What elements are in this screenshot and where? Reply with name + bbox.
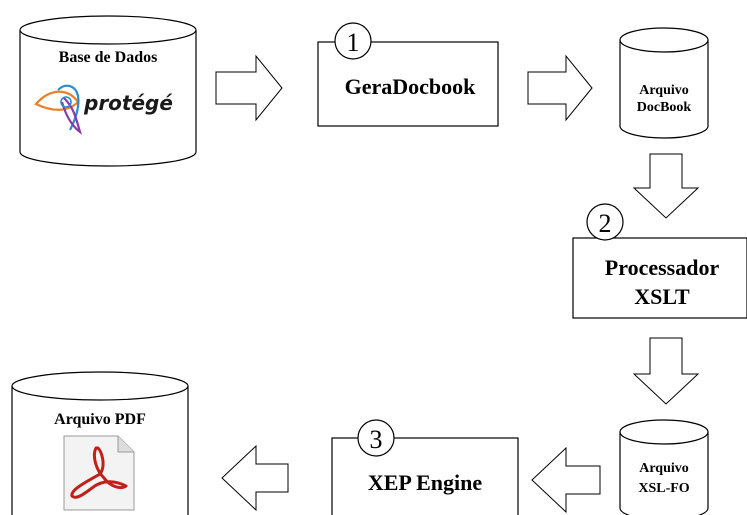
flow-arrow-right (527, 54, 593, 122)
step-number-badge (334, 22, 372, 60)
process-label-line1: Processador (605, 255, 720, 280)
flow-arrow-right (215, 54, 283, 122)
database-label-line2: XSL-FO (638, 481, 689, 496)
database-label: Arquivo PDF (54, 411, 146, 428)
flow-arrow-down (632, 153, 700, 219)
database-label: Base de Dados (59, 49, 158, 66)
database-arquivo-pdf: Arquivo PDF (11, 371, 189, 515)
step-number-badge (357, 419, 395, 457)
step-number-badge (586, 203, 624, 241)
database-label-line1: Arquivo (639, 83, 689, 98)
process-xep-engine: 3 XEP Engine (331, 419, 519, 515)
step-number: 3 (370, 425, 383, 454)
database-label-line2: DocBook (637, 100, 692, 115)
process-label: GeraDocbook (345, 74, 477, 99)
database-base-de-dados: Base de Dados protégé (19, 15, 197, 167)
flow-arrow-down (632, 337, 700, 405)
step-number: 2 (599, 209, 612, 238)
process-label: XEP Engine (368, 470, 483, 495)
protege-logo-text: protégé (83, 91, 173, 115)
flow-arrow-left (531, 446, 601, 514)
database-arquivo-xslfo: Arquivo XSL-FO (619, 419, 709, 515)
flow-arrow-left (221, 444, 289, 512)
database-arquivo-docbook: Arquivo DocBook (619, 27, 709, 139)
pdf-document-icon (63, 435, 135, 511)
process-geradocbook: 1 GeraDocbook (317, 22, 499, 127)
step-number: 1 (347, 28, 360, 57)
protege-logo-icon (34, 84, 82, 135)
database-label-line1: Arquivo (639, 461, 689, 476)
process-processador-xslt: 2 Processador XSLT (572, 203, 747, 319)
process-label-line2: XSLT (634, 284, 690, 309)
